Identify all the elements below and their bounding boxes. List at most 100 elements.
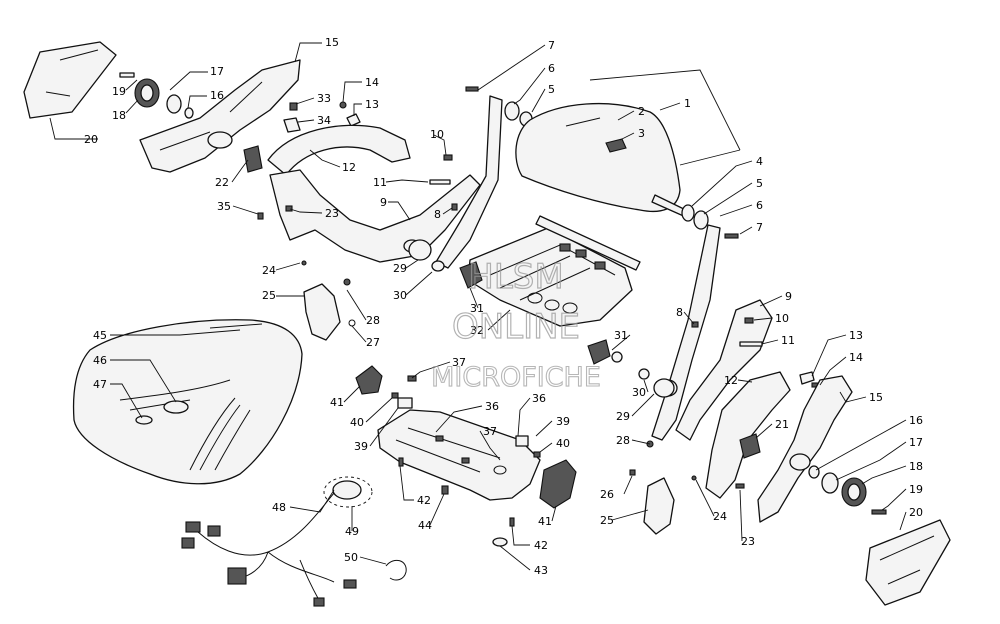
callout-39-left: 39: [354, 440, 368, 453]
plate-part-36: [377, 409, 541, 501]
callout-10-top: 10: [430, 128, 444, 141]
callout-30-top: 30: [393, 289, 407, 302]
handle-part-12-left: [267, 124, 411, 176]
callout-31-top: 31: [470, 302, 484, 315]
seat-part-45: [72, 319, 303, 485]
callout-25-right: 25: [600, 514, 614, 527]
callout-8-top: 8: [434, 208, 441, 221]
screw-part-8-right: [691, 321, 699, 328]
washer-part-29-left: [408, 239, 432, 261]
callout-17-top-left: 17: [210, 65, 224, 78]
callout-44: 44: [418, 519, 432, 532]
clip-part-34: [283, 117, 301, 133]
callout-36-left: 36: [485, 400, 499, 413]
callout-13-top: 13: [365, 98, 379, 111]
callout-18-top-left: 18: [112, 109, 126, 122]
callout-40-right: 40: [556, 437, 570, 450]
callout-41-right: 41: [538, 515, 552, 528]
washer-part-29-right: [653, 378, 675, 398]
callout-3: 3: [638, 127, 645, 140]
screw-part-8-left: [451, 203, 458, 211]
callout-22: 22: [215, 176, 229, 189]
nut-part-24-left: [301, 260, 307, 266]
bolt-part-7-left: [465, 86, 479, 92]
washer-part-17-right: [821, 472, 839, 494]
arm-cover-part-15-left: [139, 59, 301, 173]
cap-part-22: [243, 145, 263, 173]
callout-33: 33: [317, 92, 331, 105]
screw-part-14-left: [339, 101, 347, 109]
stud-part-42-right: [509, 517, 515, 527]
callout-31-right: 31: [614, 329, 628, 342]
callout-28-top: 28: [366, 314, 380, 327]
callout-4: 4: [756, 155, 763, 168]
emblem-part-47: [135, 415, 153, 425]
washer-part-17-left: [166, 94, 182, 114]
watermark-line-3: MICROFICHE: [431, 362, 601, 393]
callout-11-right: 11: [781, 334, 795, 347]
callout-19-right: 19: [909, 483, 923, 496]
emblem-part-3: [605, 138, 627, 153]
cover-part-20-right: [865, 519, 951, 606]
callout-29-top: 29: [393, 262, 407, 275]
callout-32: 32: [470, 324, 484, 337]
callout-23-top: 23: [325, 207, 339, 220]
callout-9-top: 9: [380, 196, 387, 209]
clip-part-33: [289, 102, 298, 111]
latch-part-41-right: [539, 459, 577, 509]
bracket-part-9-left: [269, 169, 481, 263]
spring-part-40-right: [533, 451, 541, 458]
pin-part-11-left: [429, 179, 451, 185]
callout-27: 27: [366, 336, 380, 349]
callout-5-top: 5: [548, 83, 555, 96]
callout-46: 46: [93, 354, 107, 367]
cover-part-20-left: [23, 41, 117, 119]
callout-12-right: 12: [724, 374, 738, 387]
callout-16-right: 16: [909, 414, 923, 427]
knob-part-31-right: [587, 339, 611, 365]
washer-part-4: [681, 204, 695, 222]
bolt-part-23-right: [735, 483, 745, 489]
bolt-part-23-left: [285, 205, 293, 212]
screw-part-10-right: [744, 317, 754, 324]
washer-part-5-right: [693, 210, 709, 230]
callout-7-right: 7: [756, 221, 763, 234]
nut-part-28-left: [343, 278, 351, 286]
bracket-part-25-left: [303, 283, 341, 341]
screw-part-26: [629, 469, 636, 476]
callout-20-right: 20: [909, 506, 923, 519]
callout-47: 47: [93, 378, 107, 391]
callout-23-right: 23: [741, 535, 755, 548]
callout-1: 1: [684, 97, 691, 110]
bracket-part-25-right: [643, 477, 675, 535]
washer-part-43: [492, 537, 508, 547]
callout-16-top-left: 16: [210, 89, 224, 102]
bolt-part-44: [441, 485, 449, 495]
callout-17-right: 17: [909, 436, 923, 449]
callout-2: 2: [638, 105, 645, 118]
callout-36-right: 36: [532, 392, 546, 405]
screw-part-35: [257, 212, 264, 220]
bolt-part-7-right: [724, 233, 739, 239]
callout-14-top: 14: [365, 76, 379, 89]
callout-10-right: 10: [775, 312, 789, 325]
callout-35: 35: [217, 200, 231, 213]
callout-7-top: 7: [548, 39, 555, 52]
upright-arm-left: [435, 95, 503, 269]
leader-lines: [49, 42, 907, 571]
callout-42-right: 42: [534, 539, 548, 552]
callout-37-left: 37: [452, 356, 466, 369]
callout-12-top: 12: [342, 161, 356, 174]
callout-43: 43: [534, 564, 548, 577]
spacer-part-30-left: [431, 260, 445, 272]
screw-part-19-right: [871, 509, 887, 515]
bracket-part-39-right: [515, 435, 529, 447]
screw-part-19-left: [119, 72, 135, 78]
callout-49: 49: [345, 525, 359, 538]
latch-part-41-left: [355, 365, 383, 395]
spacer-part-30-right: [638, 368, 650, 380]
arm-cover-part-15-right: [757, 375, 853, 523]
callout-15-right: 15: [869, 391, 883, 404]
callout-14-right: 14: [849, 351, 863, 364]
